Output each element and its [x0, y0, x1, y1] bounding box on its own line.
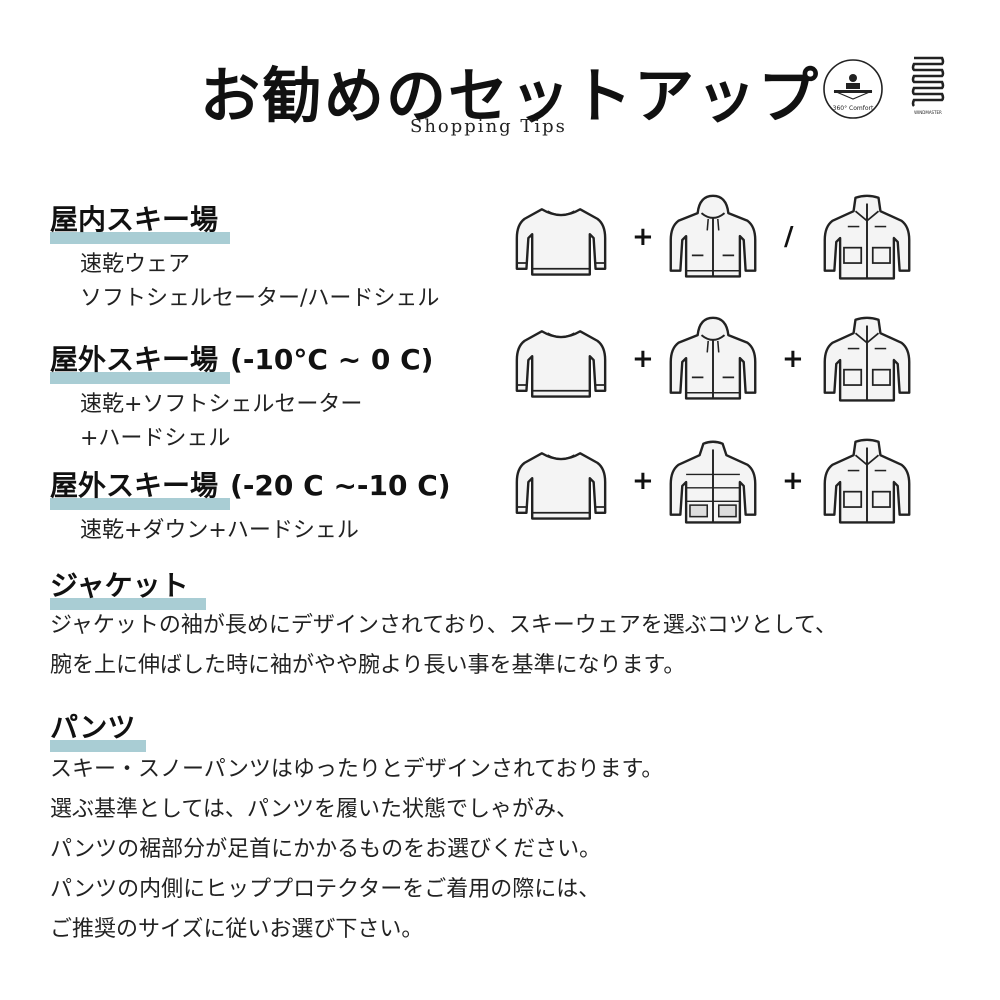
setup-heading: 屋外スキー場 (-20 C ~-10 C) — [50, 464, 451, 510]
hardshell-jacket-icon — [818, 436, 916, 532]
setup-outdoor-cold: 屋外スキー場 (-20 C ~-10 C) 速乾+ダウン+ハードシェル — [50, 464, 451, 548]
pants-line: スキー・スノーパンツはゆったりとデザインされております。 — [50, 757, 664, 782]
setup-line: 速乾+ソフトシェルセーター — [80, 392, 363, 417]
pants-line: 選ぶ基準としては、パンツを履いた状態でしゃがみ、 — [50, 797, 579, 822]
jacket-line: 腕を上に伸ばした時に袖がやや腕より長い事を基準になります。 — [50, 653, 686, 678]
setup-description: 速乾ウェア ソフトシェルセーター/ハードシェル — [80, 248, 439, 316]
jacket-line: ジャケットの袖が長めにデザインされており、スキーウェアを選ぶコツとして、 — [50, 613, 837, 638]
plus-operator: + — [782, 344, 804, 374]
pants-heading: パンツ — [50, 706, 146, 752]
plus-operator: + — [632, 344, 654, 374]
page-subtitle: Shopping Tips — [410, 116, 567, 137]
sweater-icon — [512, 192, 610, 288]
setup-line: 速乾+ダウン+ハードシェル — [80, 518, 359, 543]
pants-line: パンツの内側にヒッププロテクターをご着用の際には、 — [50, 877, 601, 902]
pants-section: パンツ — [50, 706, 146, 752]
setup-description: 速乾+ソフトシェルセーター +ハードシェル — [80, 388, 433, 456]
jacket-section: ジャケット — [50, 564, 206, 610]
jacket-heading: ジャケット — [50, 564, 206, 610]
pants-line: ご推奨のサイズに従いお選び下さい。 — [50, 917, 424, 942]
plus-operator: + — [632, 466, 654, 496]
garment-row-outdoor-mild: + + — [512, 314, 922, 414]
garment-row-indoor: + / — [512, 192, 922, 292]
hoodie-jacket-icon — [664, 314, 762, 410]
garment-row-outdoor-cold: + + — [512, 436, 922, 536]
setup-line: ソフトシェルセーター/ハードシェル — [80, 286, 440, 311]
pants-text: スキー・スノーパンツはゆったりとデザインされております。 選ぶ基準としては、パン… — [50, 750, 663, 950]
page-title: お勧めのセットアップ — [200, 62, 820, 132]
setup-heading: 屋外スキー場 (-10°C ~ 0 C) — [50, 338, 434, 384]
plus-operator: + — [782, 466, 804, 496]
setup-temperature: (-10°C ~ 0 C) — [230, 343, 434, 376]
down-jacket-icon — [664, 436, 762, 532]
setup-line: 速乾ウェア — [80, 252, 191, 277]
windmaster-logo-icon: WINDMASTER — [911, 56, 945, 115]
logo-coil-text: WINDMASTER — [914, 110, 942, 115]
setup-heading-text: 屋外スキー場 — [50, 469, 219, 502]
logo-round-text: 360° Comfort — [833, 105, 874, 112]
setup-outdoor-mild: 屋外スキー場 (-10°C ~ 0 C) 速乾+ソフトシェルセーター +ハードシェ… — [50, 338, 433, 456]
setup-description: 速乾+ダウン+ハードシェル — [80, 514, 451, 548]
page-header: お勧めのセットアップ Shopping Tips 360° Comfort WI… — [0, 40, 1000, 150]
pants-line: パンツの裾部分が足首にかかるものをお選びください。 — [50, 837, 602, 862]
jacket-text: ジャケットの袖が長めにデザインされており、スキーウェアを選ぶコツとして、 腕を上… — [50, 606, 837, 686]
sweater-icon — [512, 436, 610, 532]
plus-operator: + — [632, 222, 654, 252]
hardshell-jacket-icon — [818, 314, 916, 410]
sweater-icon — [512, 314, 610, 410]
pants-heading-text: パンツ — [50, 711, 136, 744]
hoodie-jacket-icon — [664, 192, 762, 288]
setup-indoor: 屋内スキー場 速乾ウェア ソフトシェルセーター/ハードシェル — [50, 198, 439, 316]
setup-temperature: (-20 C ~-10 C) — [230, 469, 451, 502]
setup-heading-text: 屋外スキー場 — [50, 343, 219, 376]
hardshell-jacket-icon — [818, 192, 916, 288]
setup-line: +ハードシェル — [80, 426, 231, 451]
setup-heading-text: 屋内スキー場 — [50, 203, 219, 236]
comfort-logo-icon: 360° Comfort — [823, 59, 883, 119]
setup-heading: 屋内スキー場 — [50, 198, 230, 244]
slash-operator: / — [784, 222, 794, 252]
jacket-heading-text: ジャケット — [50, 569, 189, 602]
